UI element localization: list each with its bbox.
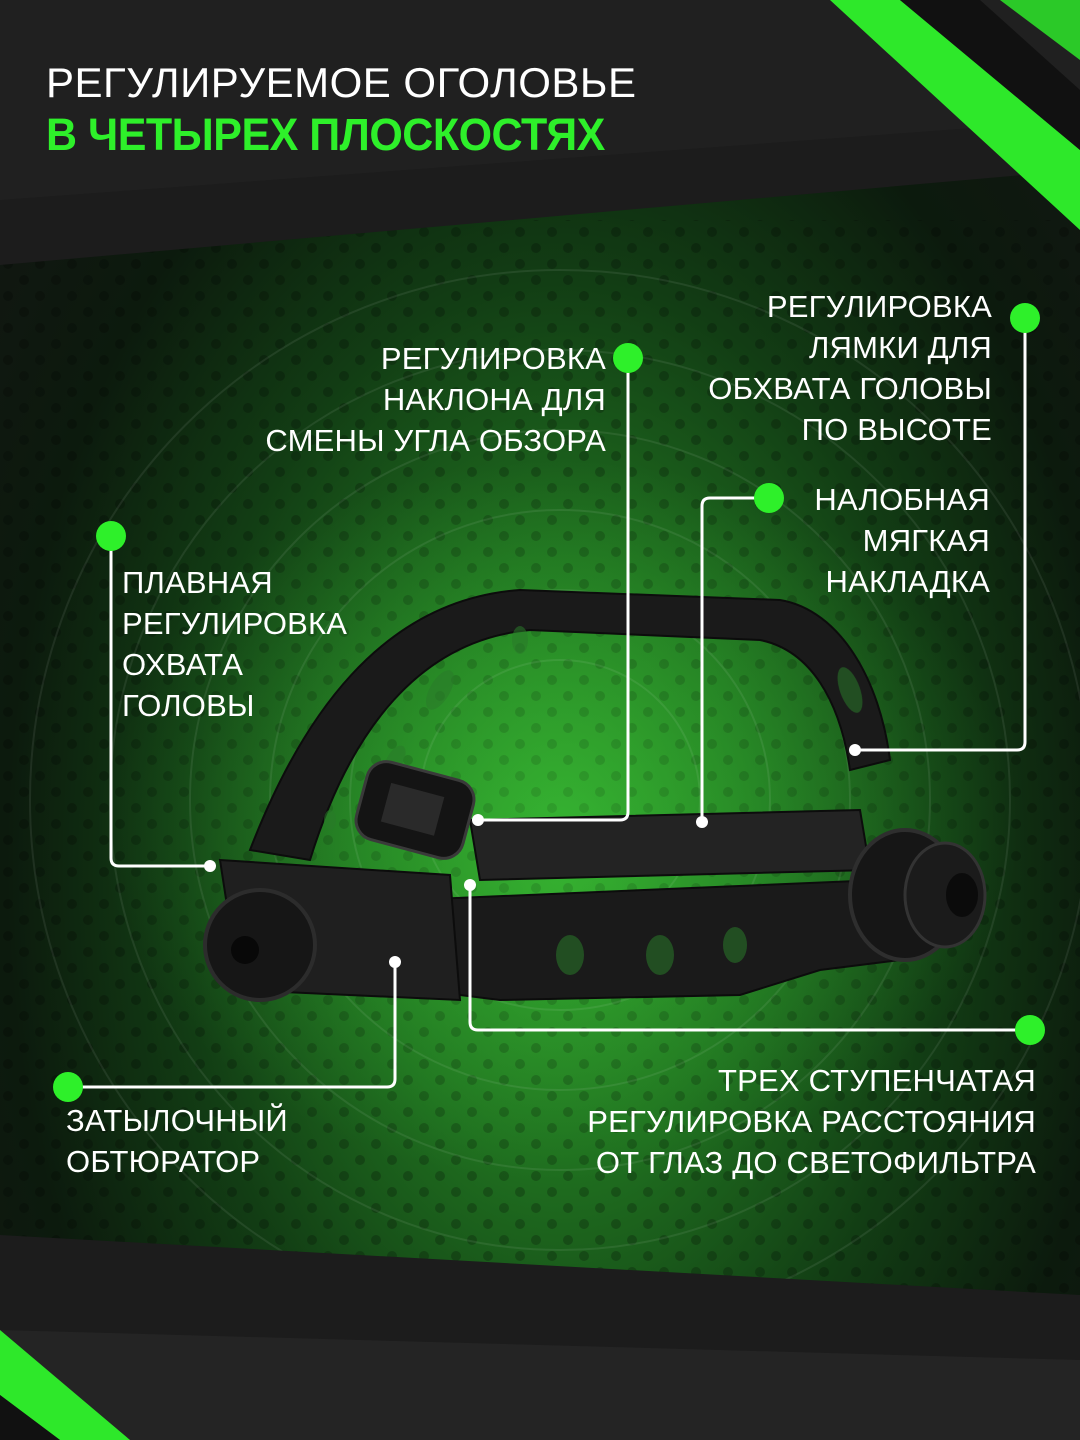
callout-tilt: РЕГУЛИРОВКА НАКЛОНА ДЛЯ СМЕНЫ УГЛА ОБЗОР… [265,341,606,458]
callout-dot-occipital [53,1072,83,1102]
callout-strap-height: РЕГУЛИРОВКА ЛЯМКИ ДЛЯ ОБХВАТА ГОЛОВЫ ПО … [708,289,992,447]
callout-forehead-pad: НАЛОБНАЯ МЯГКАЯ НАКЛАДКА [814,482,990,599]
headline-line-1: РЕГУЛИРУЕМОЕ ОГОЛОВЬЕ [46,59,637,106]
callout-dot-distance [1015,1015,1045,1045]
callout-smooth-adjust: ПЛАВНАЯ РЕГУЛИРОВКА ОХВАТА ГОЛОВЫ [122,565,348,723]
callout-dot-tilt [613,343,643,373]
headline: РЕГУЛИРУЕМОЕ ОГОЛОВЬЕ В ЧЕТЫРЕХ ПЛОСКОСТ… [46,58,637,161]
callout-occipital: ЗАТЫЛОЧНЫЙ ОБТЮРАТОР [66,1103,288,1179]
callout-dot-strap-height [1010,303,1040,333]
callout-distance: ТРЕХ СТУПЕНЧАТАЯ РЕГУЛИРОВКА РАССТОЯНИЯ … [587,1063,1036,1180]
callout-dot-smooth [96,521,126,551]
headline-line-2: В ЧЕТЫРЕХ ПЛОСКОСТЯХ [46,110,605,161]
callout-dot-forehead-pad [754,483,784,513]
